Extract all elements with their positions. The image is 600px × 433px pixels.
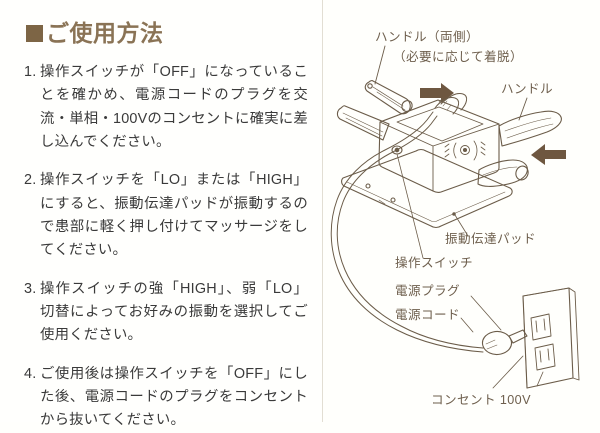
step-text: 操作スイッチを「LO」または「HIGH」にすると、振動伝達パッドが振動するので患… — [40, 172, 308, 259]
step-number: 3. — [24, 280, 37, 297]
leader-line-handle-both — [374, 45, 386, 85]
list-item: 3. 操作スイッチの強「HIGH」、弱「LO」切替によってお好みの振動を選択して… — [24, 278, 308, 348]
detached-handle — [364, 80, 413, 115]
label-power-plug: 電源プラグ — [395, 284, 460, 298]
list-item: 2. 操作スイッチを「LO」または「HIGH」にすると、振動伝達パッドが振動する… — [24, 169, 308, 262]
label-power-cord: 電源コード — [395, 308, 460, 322]
attach-arrow-icon — [531, 144, 566, 165]
step-text: ご使用後は操作スイッチを「OFF」にした後、電源コードのプラグをコンセントから抜… — [40, 365, 308, 429]
label-handle-both-sides: ハンドル（両側） — [375, 30, 479, 44]
page-title: ご使用方法 — [26, 22, 308, 45]
product-diagram-panel: ハンドル（両側） （必要に応じて着脱） ハンドル 振動伝達パッド 操作スイッチ … — [322, 0, 600, 422]
square-bullet-icon — [26, 25, 43, 42]
step-number: 1. — [24, 64, 37, 80]
vibration-indicator-icon — [444, 140, 486, 161]
steps-list: 1. 操作スイッチが「OFF」になっていることを確かめ、電源コードのプラグを交流… — [24, 61, 308, 433]
step-text: 操作スイッチが「OFF」になっていることを確かめ、電源コードのプラグを交流・単相… — [40, 64, 308, 150]
product-diagram-illustration — [330, 45, 580, 389]
left-handle-bar — [336, 105, 390, 141]
step-number: 2. — [24, 172, 37, 189]
detach-arrow-icon — [420, 83, 454, 103]
list-item: 1. 操作スイッチが「OFF」になっていることを確かめ、電源コードのプラグを交流… — [24, 61, 308, 154]
attached-handle — [498, 110, 562, 147]
label-operation-switch: 操作スイッチ — [395, 256, 473, 270]
label-handle: ハンドル — [501, 82, 553, 96]
operation-switch — [391, 145, 424, 259]
label-outlet-100v: コンセント 100V — [431, 393, 531, 407]
page-title-label: ご使用方法 — [46, 20, 164, 46]
power-plug — [470, 295, 528, 356]
label-handle-detachable: （必要に応じて着脱） — [393, 50, 523, 64]
step-text: 操作スイッチの強「HIGH」、弱「LO」切替によってお好みの振動を選択してご使用… — [40, 280, 308, 344]
power-cord — [330, 93, 484, 353]
front-handle — [477, 159, 529, 187]
instructions-panel: ご使用方法 1. 操作スイッチが「OFF」になっていることを確かめ、電源コードの… — [24, 22, 308, 429]
step-number: 4. — [24, 365, 37, 382]
label-vibration-pad: 振動伝達パッド — [445, 232, 536, 246]
vibration-pad — [341, 148, 513, 237]
instruction-page: ご使用方法 1. 操作スイッチが「OFF」になっていることを確かめ、電源コードの… — [24, 0, 600, 429]
list-item: 4. ご使用後は操作スイッチを「OFF」にした後、電源コードのプラグをコンセント… — [24, 363, 308, 433]
wall-outlet — [492, 287, 580, 389]
